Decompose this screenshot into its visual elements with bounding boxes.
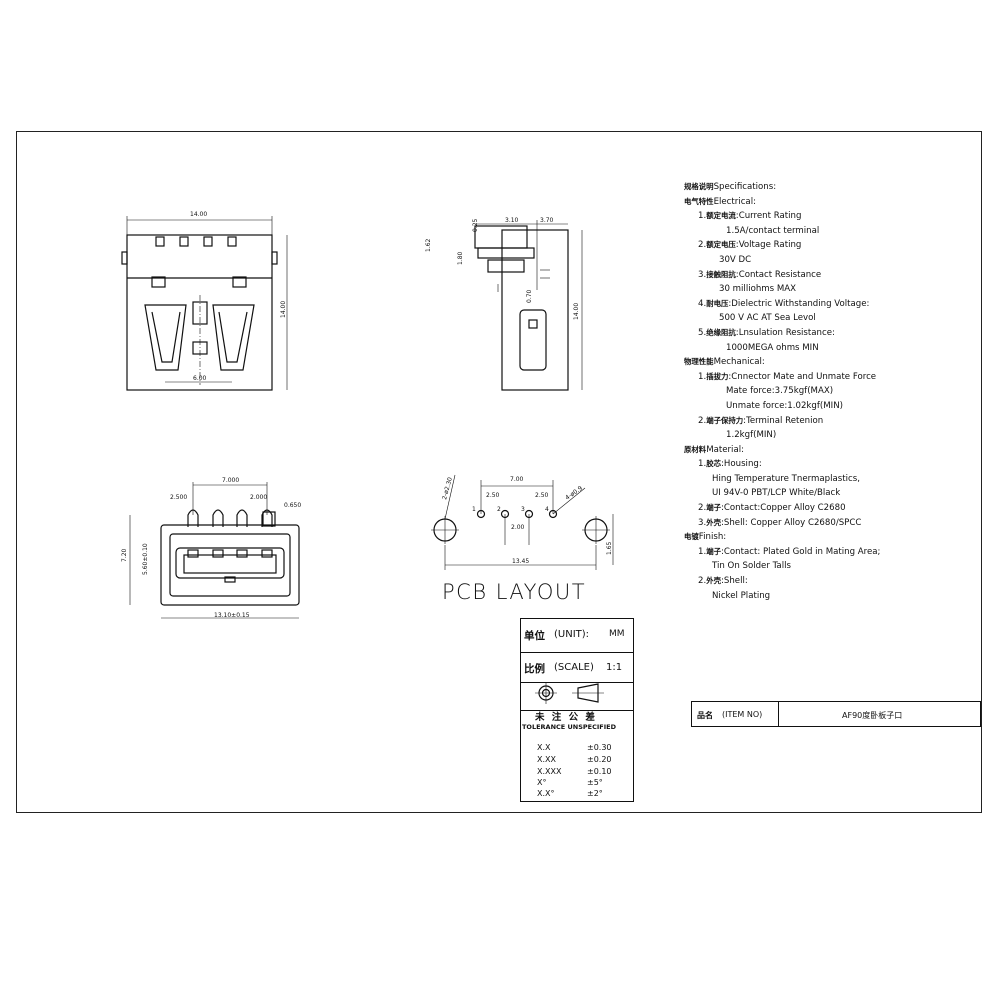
- tolerance-subtitle: TOLERANCE UNSPECIFIED: [522, 723, 616, 731]
- pin-3-label: 3: [521, 506, 525, 513]
- spec-finish-contact: 1.端子:Contact: Plated Gold in Mating Area…: [698, 546, 881, 557]
- tolerance-row: X°±5°: [537, 778, 603, 787]
- pcb-d1: 2.50: [486, 492, 500, 499]
- tolerance-row: X.X±0.30: [537, 743, 612, 752]
- specifications-panel: 规格说明Specifications: 电气特性Electrical: 1.额定…: [684, 180, 974, 603]
- front-d1: 2.500: [170, 494, 187, 501]
- side-d1: 3.10: [505, 217, 519, 224]
- spec-voltage-val: 30V DC: [719, 254, 752, 265]
- spec-retention-val: 1.2kgf(MIN): [726, 430, 777, 441]
- top-width-dim: 14.00: [190, 211, 207, 218]
- spec-finish-shell: 2.外壳:Shell:: [698, 576, 748, 587]
- spec-housing: 1.胶芯:Housing:: [698, 459, 762, 470]
- unit-value: MM: [609, 629, 625, 639]
- front-d2: 2.000: [250, 494, 267, 501]
- pin-4-label: 4: [545, 506, 549, 513]
- spec-finish: 电镀Finish:: [684, 532, 727, 543]
- spec-current-val: 1.5A/contact terminal: [726, 225, 820, 236]
- spec-housing-val1: Hing Temperature Tnermaplastics,: [712, 473, 860, 484]
- spec-mechanical: 物理性能Mechanical:: [684, 357, 765, 368]
- spec-retention: 2.端子保持力:Terminal Retenion: [698, 415, 824, 426]
- pcb-width-dim: 13.45: [512, 558, 529, 565]
- scale-value: 1:1: [606, 662, 623, 673]
- tolerance-row: X.XX±0.20: [537, 755, 612, 764]
- tolerance-title: 未 注 公 差: [535, 712, 597, 723]
- tolerance-row: X.X°±2°: [537, 789, 603, 798]
- pin-2-label: 2: [497, 506, 501, 513]
- item-number-box: 品名 (ITEM NO) AF90度卧板子口: [691, 701, 981, 727]
- top-pitch-dim: 6.00: [193, 375, 207, 382]
- front-height-dim: 7.20: [121, 548, 128, 562]
- spec-finish-shell-val: Nickel Plating: [712, 590, 771, 601]
- item-label-cn: 品名: [697, 711, 713, 720]
- unit-label-en: (UNIT):: [554, 629, 590, 640]
- front-view: 7.000 2.500 2.000 0.650 7.20 5.60±0.10 1…: [121, 477, 301, 619]
- pcb-d4: 1.65: [606, 541, 613, 555]
- item-value: AF90度卧板子口: [842, 711, 903, 720]
- front-width-dim: 13.10±0.15: [214, 612, 250, 619]
- spec-contact-val: 30 milliohms MAX: [719, 284, 797, 295]
- pcb-pitch-dim: 7.00: [510, 476, 524, 483]
- spec-insert-force: 1.插拔力:Cnnector Mate and Unmate Force: [698, 371, 877, 382]
- spec-mate-val: Mate force:3.75kgf(MAX): [726, 386, 834, 397]
- pcb-d3: 2.00: [511, 524, 525, 531]
- side-height-dim: 14.00: [573, 303, 580, 320]
- item-label-en: (ITEM NO): [722, 710, 763, 719]
- spec-contact-material: 2.端子:Contact:Copper Alloy C2680: [698, 503, 846, 514]
- unit-tolerance-box: 单位 (UNIT): MM 比例 (SCALE) 1:1 未 注 公 差 TOL…: [520, 618, 634, 802]
- spec-contact: 3.接触阻抗:Contact Resistance: [698, 269, 822, 280]
- spec-insulation-val: 1000MEGA ohms MIN: [726, 342, 819, 353]
- spec-voltage: 2.额定电压:Voltage Rating: [698, 240, 802, 251]
- side-d4: 1.62: [425, 238, 432, 252]
- spec-dielectric: 4.耐电压:Dielectric Withstanding Voltage:: [698, 298, 870, 309]
- side-d5: 1.80: [457, 251, 464, 265]
- spec-insulation: 5.绝缘阻抗:Lnsulation Resistance:: [698, 327, 835, 338]
- pin-1-label: 1: [472, 506, 476, 513]
- unit-label-cn: 单位: [524, 630, 545, 642]
- drawing-sheet-border: [16, 131, 982, 813]
- side-view: 3.10 3.70 0.25 1.62 1.80 0.70 14.00: [425, 217, 583, 391]
- front-d3: 0.650: [284, 502, 301, 509]
- top-height-dim: 14.00: [280, 301, 287, 318]
- spec-title: 规格说明Specifications:: [684, 182, 777, 192]
- projection-row: [521, 683, 633, 711]
- top-view: 14.00 14.00 6.00: [121, 211, 288, 391]
- item-separator: [778, 702, 779, 726]
- scale-label-en: (SCALE): [554, 662, 594, 673]
- side-d6: 0.70: [526, 289, 533, 303]
- scale-row: 比例 (SCALE) 1:1: [521, 653, 633, 683]
- spec-housing-val2: UI 94V-0 PBT/LCP White/Black: [712, 488, 841, 499]
- spec-dielectric-val: 500 V AC AT Sea Levol: [719, 313, 816, 324]
- pcb-d2: 2.50: [535, 492, 549, 499]
- front-inner-dim: 5.60±0.10: [142, 543, 149, 575]
- spec-current: 1.额定电流:Current Rating: [698, 211, 802, 222]
- pcb-layout-view: 1 2 3 4 7.00 2.50 2.50 2.00 13.45 1.65 2…: [431, 474, 614, 570]
- pcb-hole2-dim: 4-ø0.9: [564, 485, 584, 502]
- front-pitch-dim: 7.000: [222, 477, 239, 484]
- unit-row: 单位 (UNIT): MM: [521, 619, 633, 653]
- side-d3: 0.25: [472, 218, 479, 232]
- scale-label-cn: 比例: [524, 663, 545, 675]
- spec-electrical: 电气特性Electrical:: [684, 196, 756, 207]
- projection-symbols: [535, 682, 604, 704]
- spec-shell-material: 3.外壳:Shell: Copper Alloy C2680/SPCC: [698, 517, 862, 528]
- spec-material: 原材料Material:: [684, 444, 744, 455]
- spec-unmate-val: Unmate force:1.02kgf(MIN): [726, 400, 843, 411]
- spec-finish-contact-val: Tin On Solder Talls: [712, 561, 791, 572]
- pcb-layout-title: PCB LAYOUT: [442, 580, 587, 604]
- side-d2: 3.70: [540, 217, 554, 224]
- tolerance-row: X.XXX±0.10: [537, 767, 612, 776]
